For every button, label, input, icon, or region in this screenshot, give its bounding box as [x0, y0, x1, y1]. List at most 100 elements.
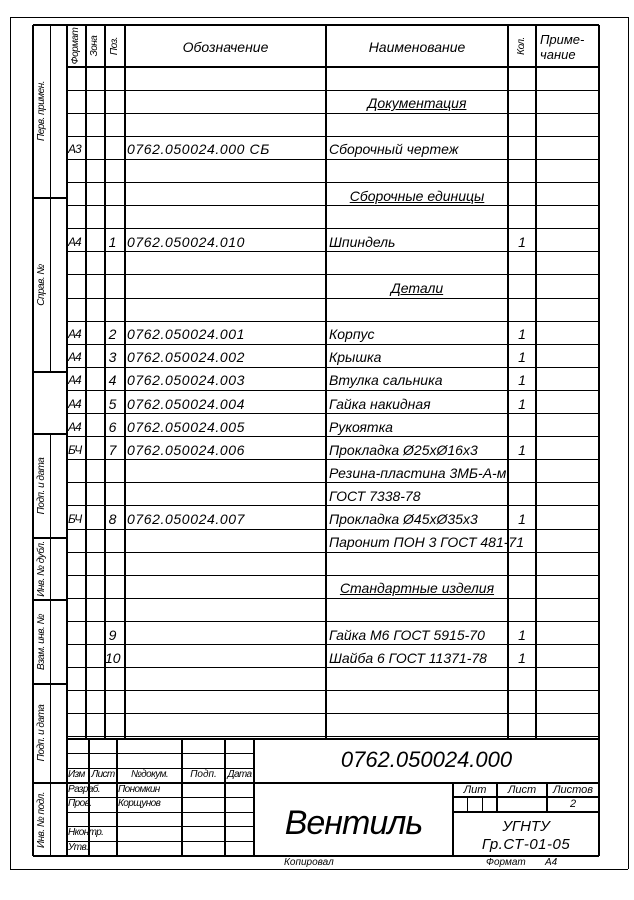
row-name: Резина-пластина 3МБ-А-м	[329, 464, 507, 481]
grid-line	[67, 505, 599, 507]
grid-line	[67, 620, 599, 622]
grid-line	[67, 158, 599, 160]
header-note-2: чание	[540, 47, 576, 62]
row-pos: 10	[105, 649, 121, 666]
row-qty: 1	[518, 626, 526, 643]
tb-col-ndokum: №докум.	[130, 769, 169, 780]
grid-line	[49, 434, 51, 856]
row-section-title: Стандартные изделия	[339, 580, 495, 597]
grid-line	[67, 89, 599, 91]
tb-col-data: Дата	[227, 769, 253, 780]
row-name: Шпиндель	[329, 233, 396, 250]
grid-line	[67, 713, 599, 715]
row-format: БЧ	[68, 512, 82, 526]
grid-line	[67, 343, 599, 345]
grid-line	[481, 797, 483, 812]
row-name: Прокладка Ø45хØ35х3	[329, 511, 478, 527]
header-zone: Зона	[89, 35, 100, 57]
grid-line	[67, 690, 599, 692]
listov-label: Листов	[552, 784, 594, 796]
grid-line	[124, 25, 126, 739]
grid-line	[67, 251, 599, 253]
row-pos: 4	[108, 372, 117, 389]
grid-line	[67, 228, 599, 230]
grid-line	[67, 135, 599, 137]
row-pos: 5	[108, 395, 117, 412]
razrab-name: Пономкин	[118, 784, 160, 795]
prov-name: Корщунов	[118, 798, 161, 809]
row-qty: 1	[518, 511, 526, 527]
razrab-label: Разраб.	[68, 784, 101, 795]
grid-line	[224, 739, 226, 856]
prov-label: Пров.	[68, 798, 92, 809]
grid-line	[104, 25, 106, 739]
grid-line	[67, 811, 254, 813]
header-note-1: Приме-	[540, 32, 585, 47]
row-pos: 3	[108, 349, 117, 366]
tb-col-izm: Изм	[68, 769, 85, 780]
grid-line	[66, 739, 68, 856]
grid-line	[466, 797, 468, 812]
tb-col-podp: Подп.	[190, 769, 217, 780]
row-pos: 6	[108, 418, 117, 435]
grid-line	[67, 459, 599, 461]
format-value: А4	[545, 857, 558, 868]
row-section-title: Детали	[390, 280, 444, 296]
side-label-sprav-no: Справ. №	[36, 264, 47, 306]
row-name: Шайба 6 ГОСТ 11371-78	[329, 649, 487, 666]
grid-line	[546, 783, 548, 812]
row-pos: 2	[108, 326, 117, 343]
grid-line	[67, 389, 599, 391]
grid-line	[67, 825, 254, 827]
row-name: Втулка сальника	[329, 372, 443, 389]
row-format: А4	[68, 350, 82, 365]
grid-line	[88, 739, 90, 856]
tb-col-list: Лист	[91, 769, 115, 780]
grid-line	[49, 25, 51, 372]
grid-line	[254, 782, 599, 784]
grid-line	[67, 551, 599, 553]
side-label-inv-podl: Инв. № подл.	[36, 791, 47, 849]
grid-line	[67, 413, 599, 414]
row-qty: 1	[518, 349, 526, 366]
grid-line	[67, 840, 254, 842]
side-label-perv-primen: Перв. примен.	[36, 81, 47, 141]
grid-line	[67, 738, 599, 740]
grid-line	[85, 25, 87, 739]
row-qty: 1	[518, 395, 526, 412]
header-format: Формат	[70, 27, 81, 65]
grid-line	[67, 796, 254, 798]
grid-line	[67, 782, 254, 784]
grid-line	[67, 297, 599, 299]
doc-number: 0762.050024.000	[340, 747, 513, 772]
row-format: А4	[68, 419, 82, 434]
header-qty: Кол.	[516, 37, 527, 55]
row-designation: 0762.050024.007	[127, 511, 245, 527]
grid-line	[453, 796, 599, 798]
row-section-title: Сборочные единицы	[349, 187, 485, 204]
grid-line	[67, 112, 599, 114]
grid-line	[67, 182, 599, 183]
format-label: Формат	[486, 857, 526, 868]
row-section-title: Документация	[367, 95, 467, 112]
nkontr-label: Нконтр.	[68, 827, 104, 838]
row-name: Сборочный чертеж	[329, 141, 459, 158]
row-pos: 8	[108, 511, 117, 527]
grid-line	[67, 597, 599, 599]
row-designation: 0762.050024.001	[127, 326, 245, 343]
grid-line	[67, 66, 599, 68]
grid-line	[67, 366, 599, 368]
row-designation: 0762.050024.003	[127, 372, 245, 389]
row-pos: 7	[108, 441, 117, 458]
row-designation: 0762.050024.006	[127, 441, 245, 458]
grid-line	[67, 574, 599, 576]
row-pos: 9	[108, 626, 117, 643]
row-name: Гайка накидная	[329, 395, 431, 412]
grid-line	[67, 644, 599, 645]
row-qty: 1	[518, 441, 526, 458]
grid-line	[32, 25, 34, 856]
header-name: Наименование	[368, 39, 466, 55]
row-format: А4	[68, 373, 82, 388]
grid-line	[67, 24, 599, 26]
